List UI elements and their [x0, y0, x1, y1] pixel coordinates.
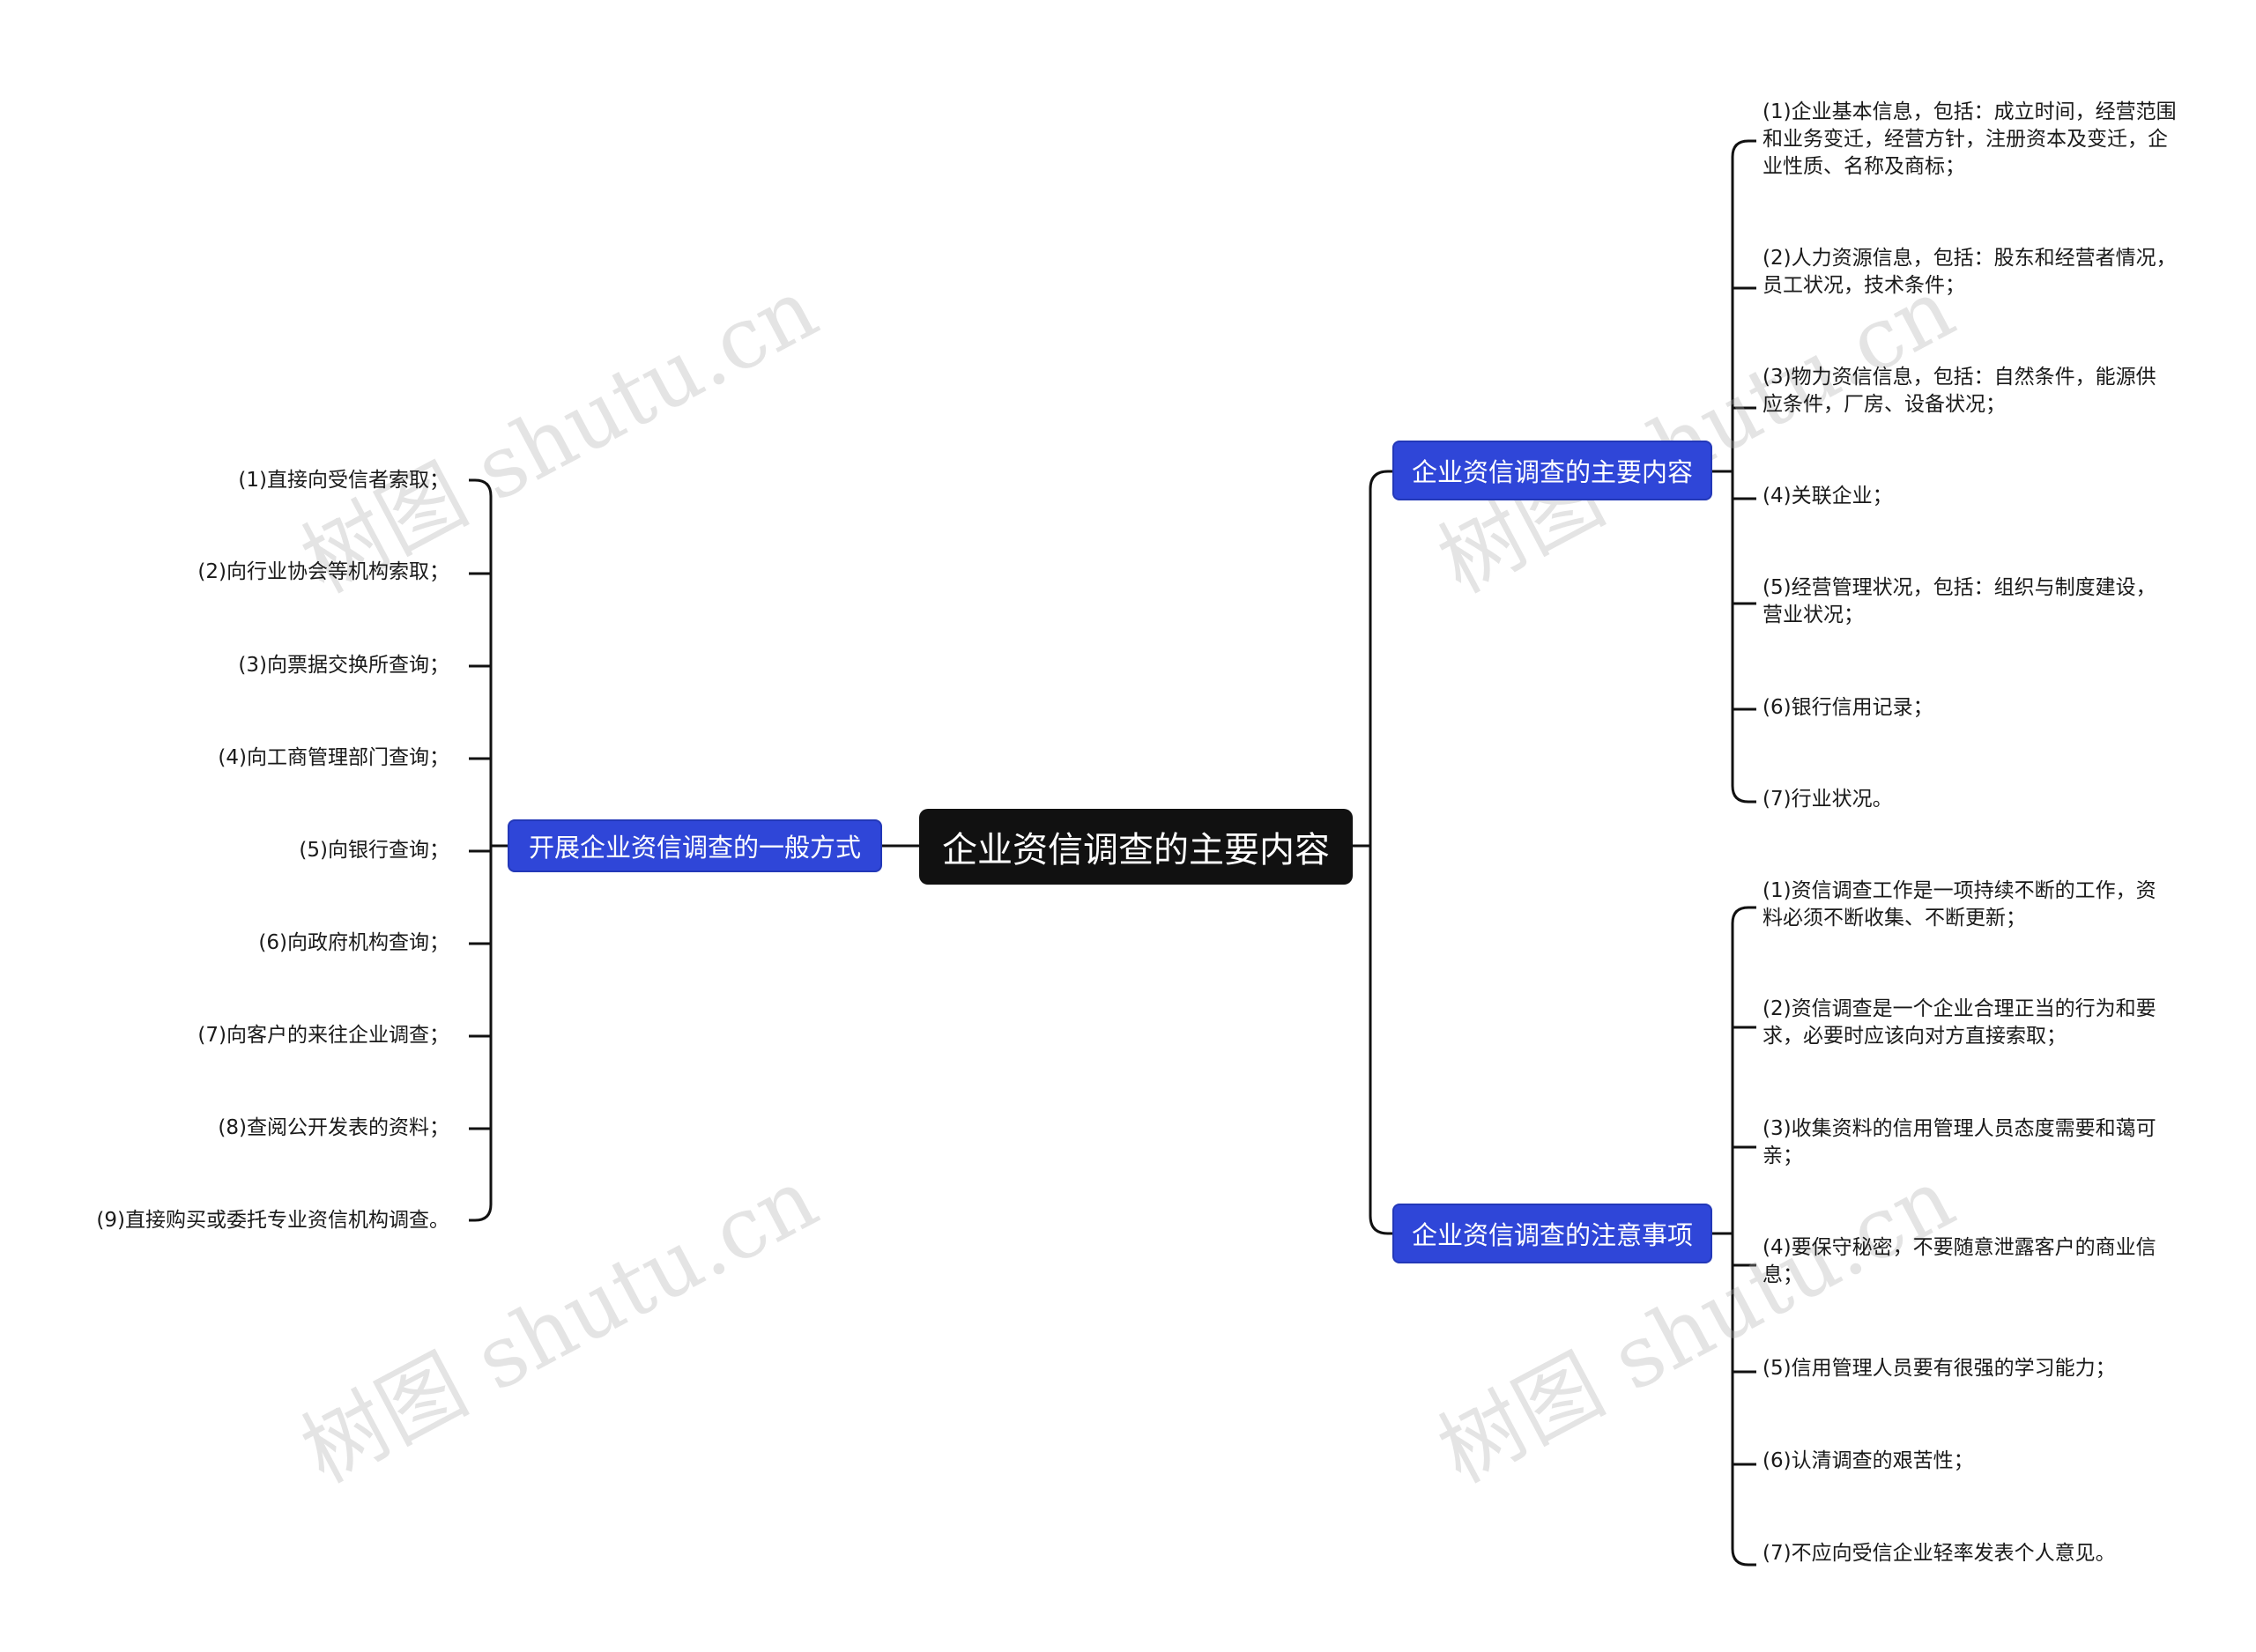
root-node-label: 企业资信调查的主要内容 [942, 830, 1330, 870]
leaf-node[interactable]: (1)资信调查工作是一项持续不断的工作，资料必须不断收集、不断更新； [1762, 879, 2156, 930]
leaf-node[interactable]: (2)人力资源信息，包括：股东和经营者情况，员工状况，技术条件； [1762, 247, 2177, 297]
root-node[interactable]: 企业资信调查的主要内容 [919, 809, 1353, 885]
leaf-node[interactable]: (7)向客户的来往企业调查； [197, 1024, 449, 1047]
connector-rightbottom-bracket [1712, 906, 1756, 1567]
connector-left-leaves [469, 478, 493, 1222]
leaf-node[interactable]: (2)向行业协会等机构索取； [197, 560, 449, 583]
leaf-node[interactable]: (1)企业基本信息，包括：成立时间，经营范围和业务变迁，经营方针，注册资本及变迁… [1762, 100, 2177, 178]
leaf-node[interactable]: (6)向政府机构查询； [258, 931, 449, 954]
leaf-node[interactable]: (8)查阅公开发表的资料； [218, 1116, 449, 1139]
leaf-node[interactable]: (6)银行信用记录； [1762, 696, 1933, 719]
branch-node-label: 开展企业资信调查的一般方式 [528, 833, 861, 863]
leaf-node[interactable]: (5)经营管理状况，包括：组织与制度建设，营业状况； [1762, 576, 2156, 626]
leaf-node[interactable]: (5)信用管理人员要有很强的学习能力； [1762, 1357, 2116, 1380]
branch-node-label: 企业资信调查的主要内容 [1411, 457, 1693, 487]
branch-node-methods[interactable]: 开展企业资信调查的一般方式 [508, 819, 882, 872]
connector-root-right [1353, 470, 1392, 1235]
leaf-node[interactable]: (4)向工商管理部门查询； [218, 746, 449, 769]
leaf-node[interactable]: (4)要保守秘密，不要随意泄露客户的商业信息； [1762, 1236, 2156, 1286]
leaf-node[interactable]: (9)直接购买或委托专业资信机构调查。 [96, 1209, 449, 1232]
branch-node-main-content[interactable]: 企业资信调查的主要内容 [1392, 441, 1712, 500]
leaf-node[interactable]: (3)向票据交换所查询； [238, 654, 449, 677]
leaf-node[interactable]: (2)资信调查是一个企业合理正当的行为和要求，必要时应该向对方直接索取； [1762, 997, 2156, 1048]
leaf-node[interactable]: (6)认清调查的艰苦性； [1762, 1449, 1974, 1472]
connector-righttop-bracket [1712, 139, 1756, 804]
leaf-node[interactable]: (7)不应向受信企业轻率发表个人意见。 [1762, 1542, 2116, 1565]
leaf-node[interactable]: (4)关联企业； [1762, 485, 1893, 507]
branch-node-precautions[interactable]: 企业资信调查的注意事项 [1392, 1204, 1712, 1263]
branch-node-label: 企业资信调查的注意事项 [1411, 1220, 1693, 1250]
leaf-node[interactable]: (5)向银行查询； [299, 839, 449, 862]
leaf-node[interactable]: (1)直接向受信者索取； [238, 469, 449, 492]
connector-left-bracket [489, 496, 508, 1204]
leaf-node[interactable]: (7)行业状况。 [1762, 788, 1893, 811]
leaf-node[interactable]: (3)收集资料的信用管理人员态度需要和蔼可亲； [1762, 1117, 2156, 1167]
leaf-node[interactable]: (3)物力资信信息，包括：自然条件，能源供应条件，厂房、设备状况； [1762, 366, 2156, 416]
